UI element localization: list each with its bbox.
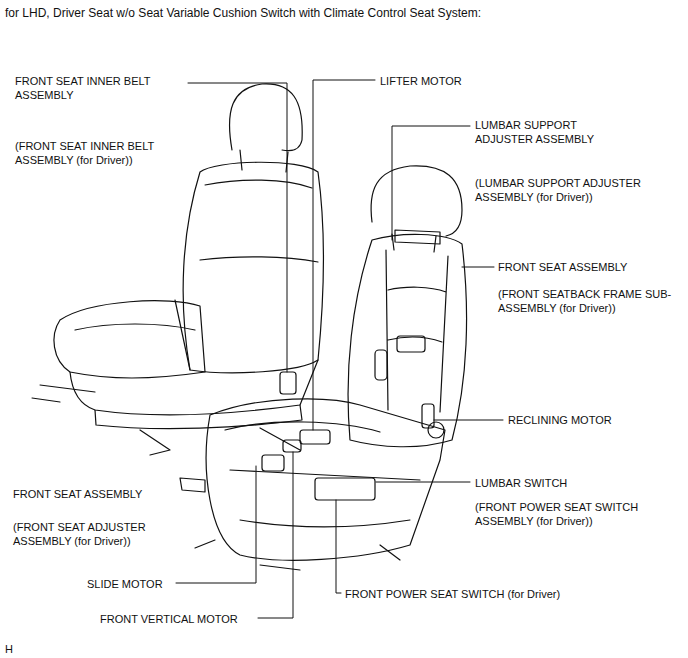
part-label: FRONT SEAT INNER BELT ASSEMBLY [15, 74, 193, 102]
seat-frame [180, 166, 467, 570]
part-label: FRONT SEAT ASSEMBLY [498, 260, 683, 274]
part-label: FRONT POWER SEAT SWITCH (for Driver) [345, 587, 645, 601]
part-label: (FRONT SEAT INNER BELT ASSEMBLY (for Dri… [15, 139, 193, 167]
leader-line [176, 80, 503, 618]
part-label: (FRONT POWER SEAT SWITCH ASSEMBLY (for D… [475, 500, 680, 528]
part-label: LIFTER MOTOR [380, 74, 530, 88]
part-label: LUMBAR SWITCH [475, 476, 645, 490]
part-label: LUMBAR SUPPORT ADJUSTER ASSEMBLY [475, 118, 625, 146]
part-label: RECLINING MOTOR [508, 413, 678, 427]
part-label: (FRONT SEATBACK FRAME SUB-ASSEMBLY (for … [498, 287, 683, 315]
part-label: FRONT SEAT ASSEMBLY [13, 487, 183, 501]
part-label: FRONT VERTICAL MOTOR [100, 612, 270, 626]
part-label: SLIDE MOTOR [87, 577, 207, 591]
title: for LHD, Driver Seat w/o Seat Variable C… [5, 6, 481, 21]
part-label: (FRONT SEAT ADJUSTER ASSEMBLY (for Drive… [13, 520, 178, 548]
part-label: (LUMBAR SUPPORT ADJUSTER ASSEMBLY (for D… [475, 176, 680, 204]
part-label: H [5, 642, 35, 656]
